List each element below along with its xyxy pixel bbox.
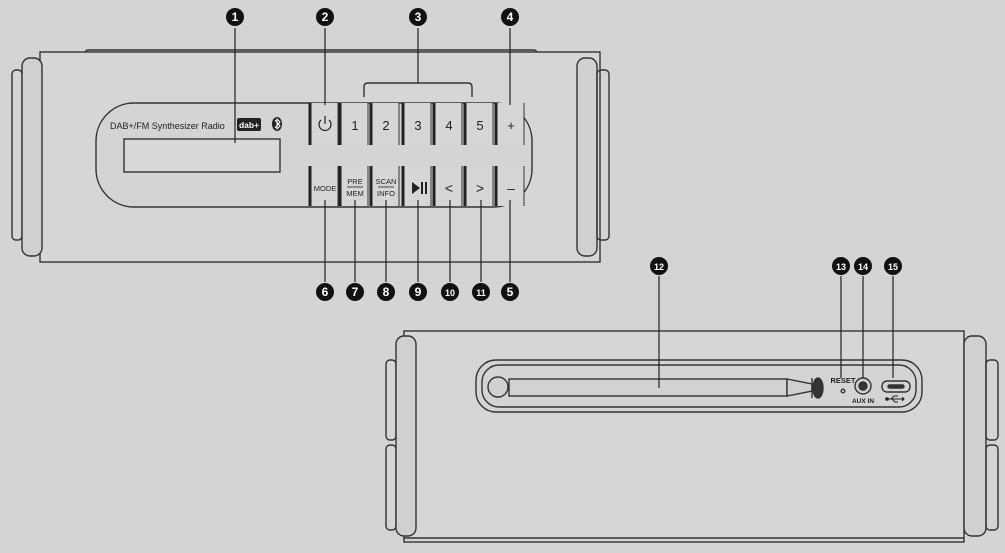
dab-logo-text: dab+ [239, 120, 259, 130]
back-panel [385, 330, 999, 543]
dab-logo [237, 118, 261, 131]
callout-4: 4 [501, 8, 519, 26]
front-left-cap [21, 57, 43, 257]
front-leader-lines [234, 28, 511, 282]
previous-button-label: < [445, 180, 453, 196]
preset-5-button[interactable]: 5 [463, 103, 494, 145]
preset-4-button[interactable]: 4 [432, 103, 463, 145]
callout-number: 15 [888, 262, 898, 272]
callout-number: 10 [445, 288, 455, 298]
callout-number: 6 [322, 285, 329, 299]
back-right-cap-outer-bottom [985, 444, 999, 531]
back-labels: RESET AUX IN [830, 376, 905, 405]
callout-number: 5 [507, 285, 514, 299]
callout-6: 6 [316, 283, 334, 301]
callout-5: 5 [501, 283, 519, 301]
usb-icon [885, 395, 905, 403]
bottom-button-row: MODE PRE MEM SCAN INFO < > – [308, 166, 525, 206]
back-leader-lines [658, 276, 894, 388]
callout-13: 13 [832, 257, 850, 275]
callout-3: 3 [409, 8, 427, 26]
next-button[interactable]: > [463, 166, 494, 206]
callout-number: 12 [654, 262, 664, 272]
back-left-cap-outer-bottom [385, 444, 397, 531]
front-left-cap-outer [11, 69, 23, 241]
preset-3-button[interactable]: 3 [401, 103, 432, 145]
front-right-cap-outer [596, 69, 610, 241]
back-left-cap [395, 335, 417, 537]
reset-label: RESET [830, 376, 855, 385]
play-pause-button[interactable] [401, 166, 432, 206]
callout-number: 11 [476, 288, 486, 298]
back-recess-inner [481, 364, 917, 408]
scan-info-button[interactable]: SCAN INFO [369, 166, 400, 206]
antenna-pivot [487, 376, 509, 398]
volume-down-button[interactable]: – [494, 166, 525, 206]
back-right-cap [963, 335, 987, 537]
pre-mem-button-bottom-label: MEM [346, 189, 364, 198]
brand-text: DAB+/FM Synthesizer Radio [110, 121, 225, 131]
front-right-cap [576, 57, 598, 257]
scan-info-button-top-label: SCAN [376, 177, 397, 186]
volume-down-button-label: – [507, 180, 515, 196]
play-pause-icon [412, 182, 427, 194]
callout-12: 12 [650, 257, 668, 275]
callout-15: 15 [884, 257, 902, 275]
power-icon [318, 116, 332, 131]
preset-4-button-label: 4 [445, 118, 452, 133]
front-panel [11, 49, 610, 263]
aux-in-label: AUX IN [852, 398, 874, 405]
callout-number: 14 [858, 262, 868, 272]
callout-2: 2 [316, 8, 334, 26]
pre-mem-button[interactable]: PRE MEM [338, 166, 369, 206]
power-button[interactable] [308, 103, 339, 145]
preset-1-button[interactable]: 1 [338, 103, 369, 145]
callout-number: 3 [415, 10, 422, 24]
front-branding: DAB+/FM Synthesizer Radio dab+ [110, 117, 282, 131]
previous-button[interactable]: < [432, 166, 463, 206]
volume-up-button[interactable]: + [494, 103, 525, 145]
antenna-rod[interactable] [508, 378, 788, 397]
preset-5-button-label: 5 [476, 118, 483, 133]
mode-button[interactable]: MODE [308, 166, 339, 206]
preset-3-button-label: 3 [414, 118, 421, 133]
callout-number: 7 [352, 285, 359, 299]
pre-mem-button-top-label: PRE [347, 177, 362, 186]
volume-up-button-label: + [507, 118, 515, 133]
back-right-cap-outer-top [985, 359, 999, 441]
callout-7: 7 [346, 283, 364, 301]
callout-9: 9 [409, 283, 427, 301]
callout-number: 9 [415, 285, 422, 299]
next-button-label: > [476, 180, 484, 196]
scan-info-button-bottom-label: INFO [377, 189, 395, 198]
callout-number: 13 [836, 262, 846, 272]
callout-14: 14 [854, 257, 872, 275]
antenna-knob[interactable] [812, 377, 824, 399]
lcd-display [123, 138, 281, 173]
callout-number: 2 [322, 10, 329, 24]
callout-1: 1 [226, 8, 244, 26]
preset-2-button-label: 2 [382, 118, 389, 133]
back-left-cap-outer-top [385, 359, 397, 441]
preset-2-button[interactable]: 2 [369, 103, 400, 145]
aux-jack-hole [858, 381, 868, 391]
bluetooth-icon [272, 117, 282, 131]
top-button-row: 1 2 3 4 5 + [308, 103, 525, 145]
callout-11: 11 [472, 283, 490, 301]
callout-number: 4 [507, 10, 514, 24]
reset-pinhole[interactable] [840, 388, 846, 394]
usb-port[interactable] [881, 380, 911, 393]
mode-label: MODE [314, 184, 337, 193]
callout-10: 10 [441, 283, 459, 301]
callout-number: 8 [383, 285, 390, 299]
callout-number: 1 [232, 10, 239, 24]
callout-8: 8 [377, 283, 395, 301]
usb-port-slot [887, 384, 905, 389]
preset-1-button-label: 1 [351, 118, 358, 133]
